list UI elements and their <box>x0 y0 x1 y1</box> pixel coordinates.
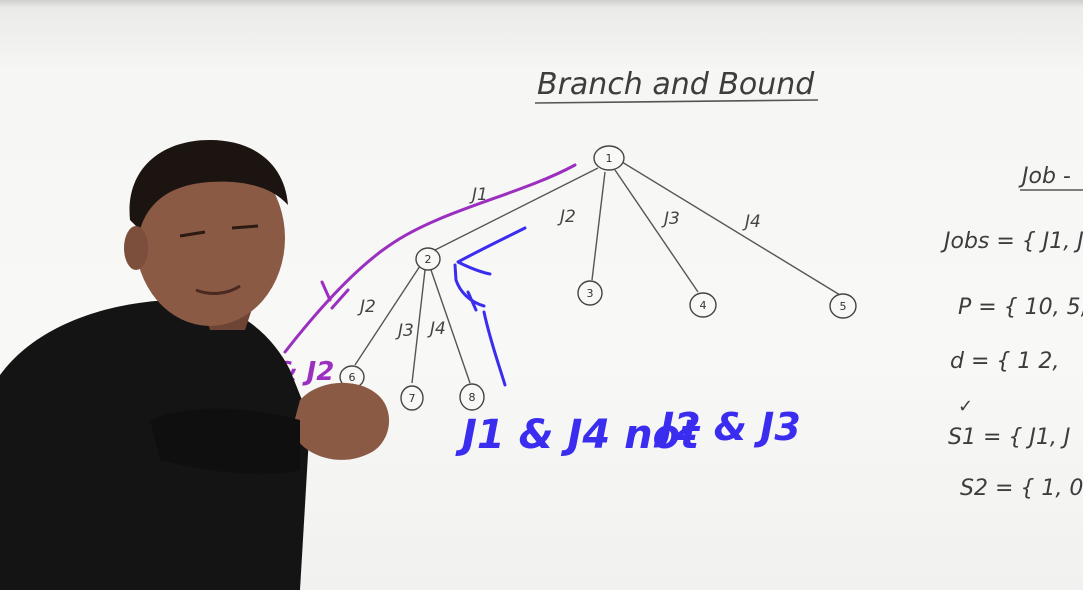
presenter-hand <box>292 382 390 460</box>
node-label-4: 4 <box>700 299 707 312</box>
tree-node-root <box>593 145 625 171</box>
note-profits: P = { 10, 5, <box>958 295 1083 320</box>
blue-bracket <box>453 263 507 387</box>
note-jobs: Jobs = { J1, J2 <box>940 229 1083 254</box>
tree-edges <box>354 161 841 384</box>
node-label-3: 3 <box>587 287 594 300</box>
purple-annotation-tick <box>320 280 350 310</box>
presenter-shirt <box>0 300 310 590</box>
presenter-ear <box>124 226 148 270</box>
tree-node-8 <box>459 383 485 411</box>
title-underline <box>534 99 819 104</box>
node-label-6: 6 <box>349 371 356 384</box>
whiteboard-rail <box>0 0 1083 7</box>
tree-node-2 <box>415 247 441 271</box>
node-label-7: 7 <box>409 392 416 405</box>
presenter-arm <box>150 408 300 475</box>
edge-label-j3b: J3 <box>395 321 414 341</box>
note-s2: S2 = { 1, 0 <box>960 476 1083 501</box>
note-s1: S1 = { J1, J <box>948 425 1070 450</box>
note-checkmark: ✓ <box>958 396 973 417</box>
tree-node-3 <box>577 280 603 306</box>
node-label-root: 1 <box>606 152 613 165</box>
board-title: Branch and Bound <box>537 67 815 102</box>
edge-label-j1: J1 <box>469 185 488 205</box>
note-deadlines: d = { 1 2, <box>950 349 1059 374</box>
edge-label-j4b: J4 <box>427 319 446 339</box>
tree-node-7 <box>400 385 424 411</box>
node-label-5: 5 <box>840 300 847 313</box>
edge-label-j3: J3 <box>661 209 680 229</box>
presenter-hair <box>129 140 288 230</box>
edge-label-j2b: J2 <box>357 297 376 317</box>
presenter-face <box>135 150 285 326</box>
side-heading: Job - <box>1018 164 1071 189</box>
node-label-8: 8 <box>469 391 476 404</box>
presenter-mouth <box>195 284 241 295</box>
presenter <box>0 140 390 590</box>
presenter-brows <box>179 224 259 238</box>
blue-annotation-line2: J2 & J3 <box>653 405 801 449</box>
edge-label-j4: J4 <box>742 212 761 232</box>
blue-annotation-line1: J1 & J4 not <box>455 412 701 458</box>
node-label-2: 2 <box>425 253 432 266</box>
tree-node-4 <box>689 292 717 318</box>
tree-node-5 <box>829 293 857 319</box>
edge-label-j2: J2 <box>557 207 576 227</box>
purple-annotation-stroke <box>283 163 577 354</box>
blue-arrow <box>456 226 527 276</box>
